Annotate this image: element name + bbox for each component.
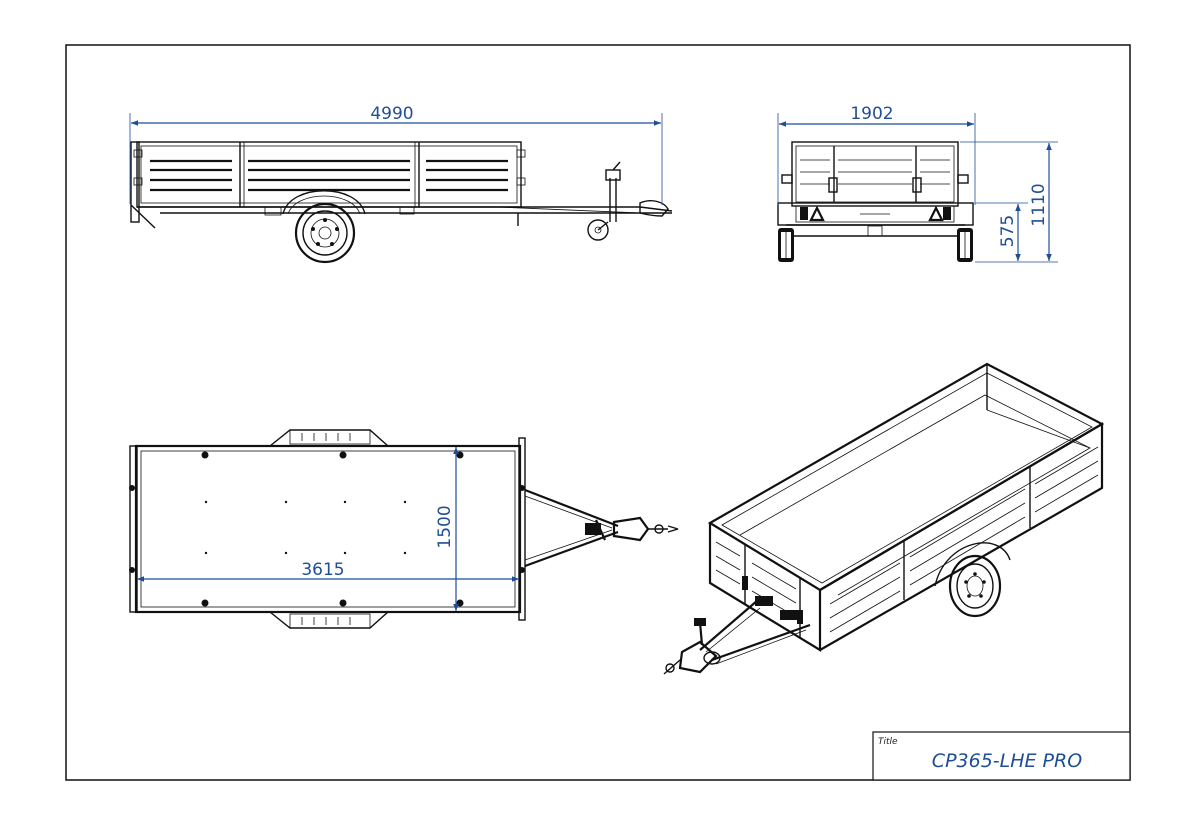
box-width-dimension-value: 1500 bbox=[435, 505, 455, 548]
drawing-title: CP365-LHE PRO bbox=[932, 750, 1082, 772]
dimension-overall-height: 1110 bbox=[960, 141, 1058, 263]
height-dimension-value: 1110 bbox=[1029, 183, 1049, 226]
rear-view bbox=[777, 141, 974, 262]
drawing-border bbox=[65, 44, 1131, 781]
isometric-view bbox=[663, 362, 1105, 675]
dimension-deck-height: 575 bbox=[975, 202, 1028, 261]
dimension-overall-width: 1902 bbox=[777, 104, 976, 205]
width-dimension-value: 1902 bbox=[850, 104, 893, 124]
box-length-dimension-value: 3615 bbox=[301, 560, 344, 580]
title-block: Title CP365-LHE PRO bbox=[872, 731, 1131, 781]
dimension-box-length: 3615 bbox=[137, 560, 519, 582]
deck-height-dimension-value: 575 bbox=[998, 215, 1018, 247]
dimension-box-width: 1500 bbox=[435, 447, 459, 611]
length-dimension-value: 4990 bbox=[370, 104, 413, 124]
side-view bbox=[130, 141, 673, 264]
dimension-overall-length: 4990 bbox=[129, 104, 663, 205]
top-view bbox=[129, 429, 679, 629]
title-block-label: Title bbox=[878, 737, 898, 747]
